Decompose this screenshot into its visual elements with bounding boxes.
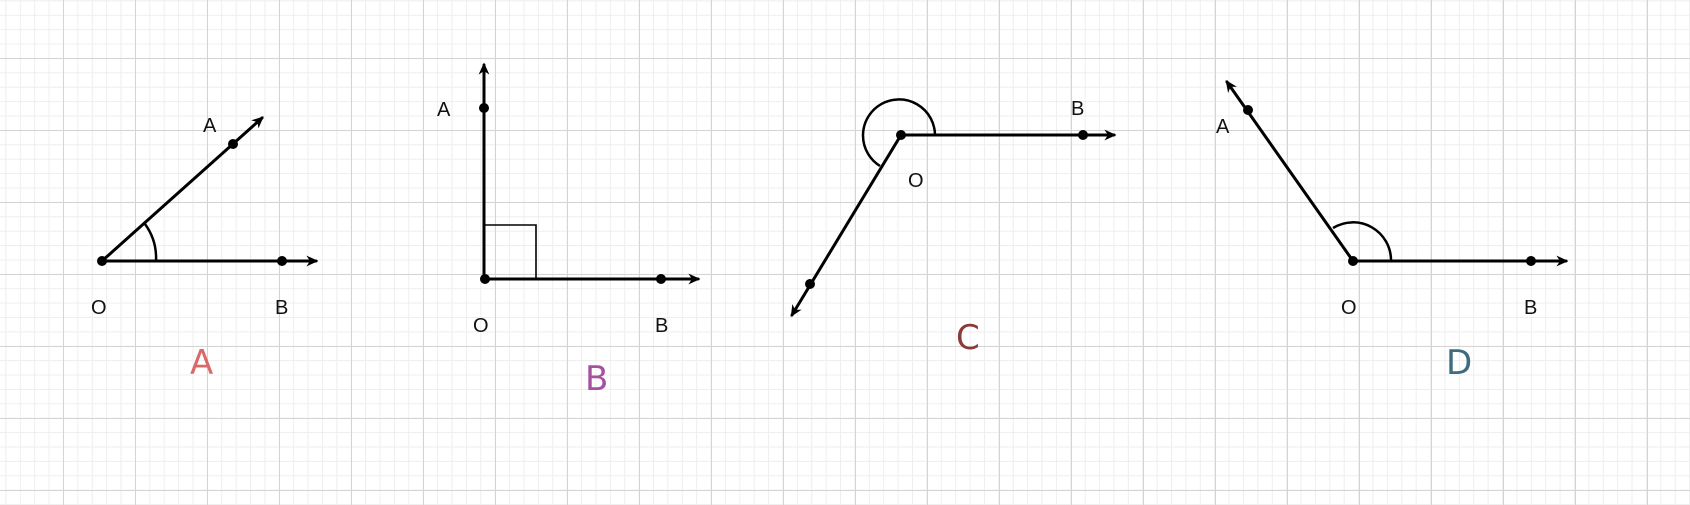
figure-a-acute-angle: A O B A [91, 115, 319, 383]
figure-caption: A [190, 343, 213, 383]
label-a: A [437, 99, 451, 121]
point-o [97, 256, 107, 266]
point-b [277, 256, 287, 266]
label-b: B [1524, 297, 1537, 319]
label-b: B [655, 315, 668, 337]
ray-oa [100, 116, 264, 263]
figure-caption: B [585, 359, 608, 399]
point-o [896, 130, 906, 140]
point-a [228, 139, 238, 149]
angle-arc [1332, 221, 1393, 262]
point-o [480, 274, 490, 284]
figure-b-right-angle: A O B B [437, 62, 701, 399]
label-o: O [91, 297, 107, 319]
right-angle-marker [484, 224, 537, 279]
point-a [805, 279, 815, 289]
figure-c-reflex-angle: B O C [790, 98, 1117, 358]
figure-caption: C [956, 318, 980, 358]
reflex-angle-arc [861, 98, 937, 168]
label-o: O [1341, 297, 1357, 319]
point-b [1526, 256, 1536, 266]
angle-arc [143, 223, 158, 262]
point-b [656, 274, 666, 284]
label-a: A [1216, 116, 1230, 138]
point-b [1078, 130, 1088, 140]
label-o: O [908, 170, 924, 192]
point-a [479, 103, 489, 113]
figure-caption: D [1446, 343, 1472, 383]
label-o: O [473, 315, 489, 337]
point-a [1243, 105, 1253, 115]
label-b: B [275, 297, 288, 319]
point-o [1348, 256, 1358, 266]
figure-d-obtuse-angle: A O B D [1216, 80, 1569, 383]
label-a: A [203, 115, 217, 137]
label-b: B [1071, 98, 1084, 120]
